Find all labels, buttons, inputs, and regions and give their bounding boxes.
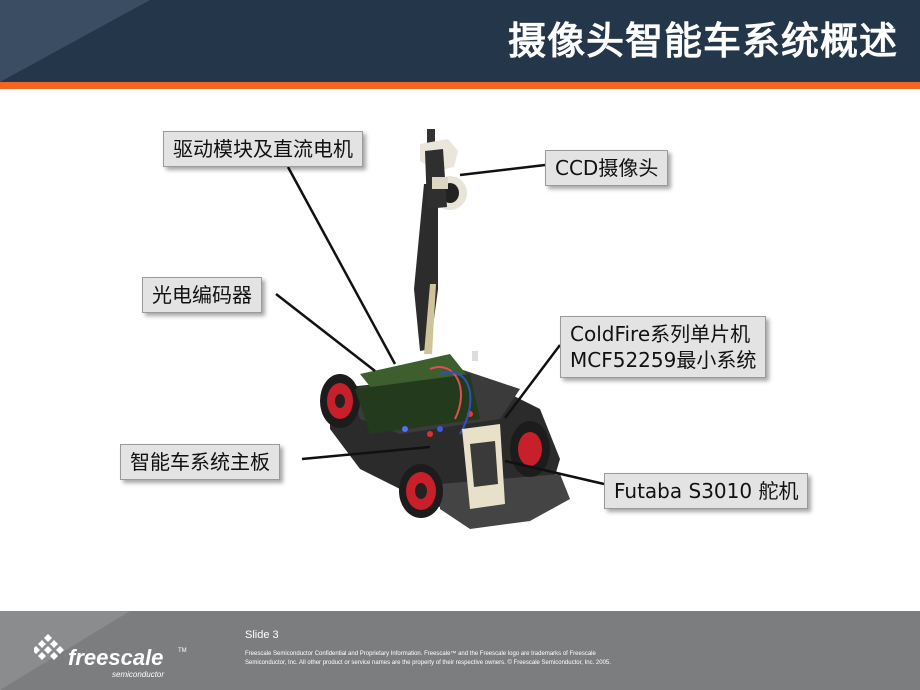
camera-mast (414, 129, 467, 354)
slide-content: 驱动模块及直流电机 CCD摄像头 光电编码器 ColdFire系列单片机 MCF… (0, 89, 920, 611)
title-bar: 摄像头智能车系统概述 (0, 0, 920, 82)
callout-encoder-label: 光电编码器 (152, 283, 252, 307)
rear-left-wheel (320, 374, 360, 428)
callout-drive-module: 驱动模块及直流电机 (163, 131, 363, 167)
leader-mcu (504, 344, 561, 419)
callout-main-board: 智能车系统主板 (120, 444, 280, 480)
slide-title: 摄像头智能车系统概述 (507, 19, 898, 63)
title-bar-wedge (0, 0, 150, 82)
legal-line-1: Freescale Semiconductor Confidential and… (245, 651, 596, 657)
freescale-wordmark: freescale (68, 645, 164, 670)
leader-servo (504, 459, 605, 486)
front-left-wheel (399, 464, 443, 518)
footer-wedge (0, 611, 130, 690)
leader-drive (286, 166, 397, 365)
callout-ccd-label: CCD摄像头 (555, 156, 659, 180)
leader-lines (275, 163, 605, 486)
leader-encoder (275, 293, 376, 372)
callout-board-label: 智能车系统主板 (130, 450, 270, 474)
leader-ccd (459, 163, 546, 177)
callout-ccd-camera: CCD摄像头 (545, 150, 669, 186)
legal-line-2: Semiconductor, Inc. All other product or… (245, 660, 611, 666)
accent-bar (0, 82, 920, 89)
callout-mcu-line2: MCF52259最小系统 (570, 348, 757, 372)
car-illustration (320, 129, 570, 529)
callout-servo-label: Futaba S3010 舵机 (614, 479, 799, 503)
smart-car-photo (275, 129, 605, 529)
freescale-subtitle: semiconductor (112, 670, 165, 679)
callout-servo: Futaba S3010 舵机 (604, 473, 809, 509)
servo-housing (462, 424, 505, 509)
leader-board (301, 445, 431, 461)
legal-notice: Freescale Semiconductor Confidential and… (245, 650, 745, 668)
callout-mcu-line1: ColdFire系列单片机 (570, 322, 751, 346)
callout-mcu: ColdFire系列单片机 MCF52259最小系统 (560, 316, 767, 378)
freescale-tm: TM (178, 648, 187, 654)
callout-encoder: 光电编码器 (142, 277, 262, 313)
footer-bar: freescale TM semiconductor Slide 3 Frees… (0, 611, 920, 690)
slide-number: Slide 3 (245, 629, 279, 641)
rear-right-wheel (510, 421, 550, 477)
freescale-logo-icon (34, 634, 64, 660)
callout-drive-label: 驱动模块及直流电机 (173, 137, 353, 161)
